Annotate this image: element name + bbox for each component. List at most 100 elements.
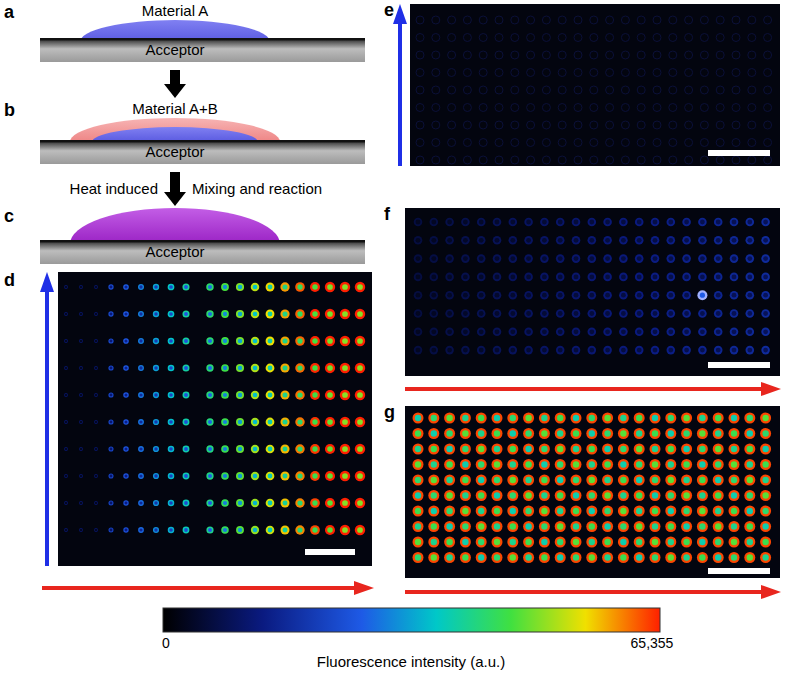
spot <box>653 51 661 59</box>
spot-core <box>297 338 302 343</box>
spot <box>355 309 365 319</box>
spot <box>280 282 289 291</box>
spot-ring <box>732 16 740 24</box>
spot <box>603 328 612 337</box>
spot <box>681 475 692 486</box>
spot <box>542 104 550 112</box>
spot-core <box>139 393 142 396</box>
spot-ring <box>416 156 424 164</box>
spot-core <box>357 392 363 398</box>
spot <box>685 34 693 42</box>
spot <box>463 156 471 164</box>
spot <box>744 475 755 486</box>
spot-core <box>139 420 142 423</box>
spot <box>555 428 566 439</box>
spot-core <box>95 502 97 504</box>
spot-ring <box>555 413 566 424</box>
spot-core <box>357 446 363 452</box>
spot <box>574 156 582 164</box>
spot <box>355 363 365 373</box>
spot-ring <box>635 309 644 318</box>
spot-core <box>446 477 452 483</box>
spot-ring <box>685 69 693 77</box>
spot-ring <box>495 51 503 59</box>
spot-ring <box>507 490 518 501</box>
spot-ring <box>355 309 365 319</box>
spot <box>572 273 581 282</box>
spot <box>713 490 724 501</box>
spot-ring <box>558 86 566 94</box>
spot-ring <box>460 459 471 470</box>
spot <box>182 337 189 344</box>
spot-core <box>700 293 705 298</box>
spot <box>509 309 518 318</box>
spot <box>714 291 723 300</box>
spot-ring <box>667 328 676 337</box>
spot <box>555 459 566 470</box>
spot-ring <box>542 86 550 94</box>
spot-core <box>312 284 317 289</box>
spot-ring <box>221 337 229 345</box>
spot-core <box>110 394 113 397</box>
spot-core <box>446 492 452 498</box>
spot-ring <box>280 282 289 291</box>
spot-ring <box>764 16 772 24</box>
spot-ring <box>697 490 708 501</box>
spot-ring <box>251 499 259 507</box>
spot-ring <box>413 428 424 439</box>
spot-core <box>573 430 579 436</box>
spot-ring <box>477 328 486 337</box>
spot <box>511 139 519 147</box>
spot-ring <box>602 413 613 424</box>
spot-core <box>342 500 348 506</box>
spot <box>463 51 471 59</box>
spot <box>746 236 755 245</box>
spot <box>748 121 756 129</box>
spot-ring <box>64 447 68 451</box>
spot-ring <box>558 16 566 24</box>
spot <box>681 428 692 439</box>
spot-ring <box>463 34 471 42</box>
spot <box>310 363 320 373</box>
spot <box>138 446 144 452</box>
spot <box>355 336 365 346</box>
spot-ring <box>168 500 175 507</box>
spot <box>79 447 83 451</box>
spot-core <box>541 461 547 467</box>
spot <box>416 139 424 147</box>
spot-ring <box>108 311 113 316</box>
spot-ring <box>558 104 566 112</box>
spot-ring <box>716 16 724 24</box>
spot-core <box>589 293 594 298</box>
spot-ring <box>445 254 454 263</box>
spot <box>430 291 439 300</box>
spot <box>432 121 440 129</box>
spot-ring <box>574 16 582 24</box>
spot-core <box>747 461 753 467</box>
spot <box>206 418 213 425</box>
spot-core <box>558 348 563 353</box>
spot-ring <box>428 475 439 486</box>
spot <box>669 34 677 42</box>
spot <box>714 254 723 263</box>
spot-ring <box>444 475 455 486</box>
spot-ring <box>495 156 503 164</box>
image-panel-g <box>405 406 780 578</box>
spot-core <box>620 477 626 483</box>
spot <box>730 346 739 355</box>
spot <box>746 254 755 263</box>
spot-ring <box>511 156 519 164</box>
spot-ring <box>634 444 645 455</box>
spot-core <box>558 220 563 225</box>
spot-ring <box>509 346 518 355</box>
spot-core <box>154 501 157 504</box>
spot-ring <box>476 413 487 424</box>
spot-ring <box>182 310 189 317</box>
spot <box>697 459 708 470</box>
spot <box>460 475 471 486</box>
spot-ring <box>746 218 755 227</box>
spot <box>665 459 676 470</box>
spot-core <box>415 430 421 436</box>
spot-ring <box>586 475 597 486</box>
spot-core <box>479 275 484 280</box>
